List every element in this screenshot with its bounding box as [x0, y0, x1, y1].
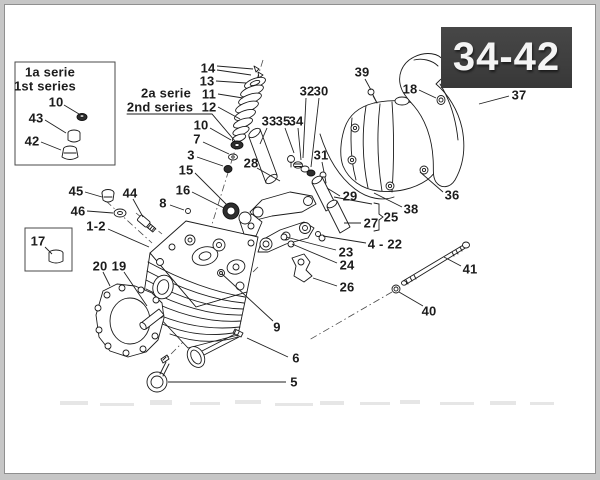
leader-10-first-series — [63, 104, 80, 115]
leader-19 — [123, 271, 148, 307]
legend-bucket-box — [24, 227, 73, 272]
leader-4-22 — [322, 235, 367, 244]
leader-18 — [418, 89, 437, 99]
bracket-25 — [373, 202, 384, 232]
page-code-text: 34-42 — [452, 35, 561, 79]
screw-39 — [367, 88, 375, 96]
leader-24 — [291, 243, 338, 264]
leader-34 — [297, 127, 302, 161]
leader-13 — [215, 80, 247, 84]
leader-6 — [246, 337, 289, 358]
leader-14 — [216, 69, 252, 76]
leader-15 — [194, 172, 228, 206]
leader-10-second-series — [209, 127, 232, 141]
leader-33 — [259, 127, 268, 145]
leader-41 — [443, 256, 462, 267]
leader-29 — [326, 187, 341, 197]
leader-42 — [40, 141, 62, 151]
leader-43 — [44, 119, 67, 134]
valve-spring-drawing — [223, 65, 266, 173]
leader-32 — [302, 97, 307, 159]
leader-35 — [284, 127, 295, 154]
second-series-pointer — [126, 113, 236, 142]
leader-44 — [132, 198, 144, 218]
pushrod-tube-drawing — [248, 127, 327, 185]
leader-9 — [221, 273, 274, 322]
leader-3 — [196, 156, 224, 167]
leader-23 — [285, 236, 337, 251]
valves-drawing — [146, 328, 244, 393]
leader-20 — [102, 271, 111, 287]
leader-25 — [333, 196, 373, 205]
leader-1-2 — [107, 228, 150, 248]
leader-40 — [398, 291, 424, 307]
spacer-sleeves-drawing — [311, 175, 351, 234]
leader-11 — [217, 93, 244, 99]
legend-first-series-box — [14, 61, 116, 166]
small-parts-drawing — [101, 189, 191, 233]
print-ghosting — [60, 400, 554, 406]
leader-39 — [364, 78, 372, 91]
leader-14 — [216, 65, 254, 70]
leader-7 — [202, 141, 230, 155]
leader-28 — [256, 167, 281, 182]
leader-38 — [373, 192, 403, 208]
leader-30 — [310, 97, 320, 168]
leader-12 — [217, 106, 241, 120]
leader-45 — [84, 191, 103, 198]
shroud-drawing — [367, 53, 465, 188]
leader-37 — [478, 95, 510, 105]
leader-26 — [312, 277, 338, 287]
leader-46 — [86, 210, 114, 214]
leader-17 — [44, 246, 53, 255]
leader-lines — [40, 65, 510, 383]
leader-16 — [191, 191, 225, 209]
head-gasket-drawing — [94, 283, 165, 358]
stud-and-nut-drawing — [391, 241, 470, 294]
leader-31 — [321, 161, 325, 173]
leader-36 — [419, 171, 444, 193]
leader-8 — [169, 204, 185, 211]
page-code-badge: 34-42 — [441, 27, 572, 88]
